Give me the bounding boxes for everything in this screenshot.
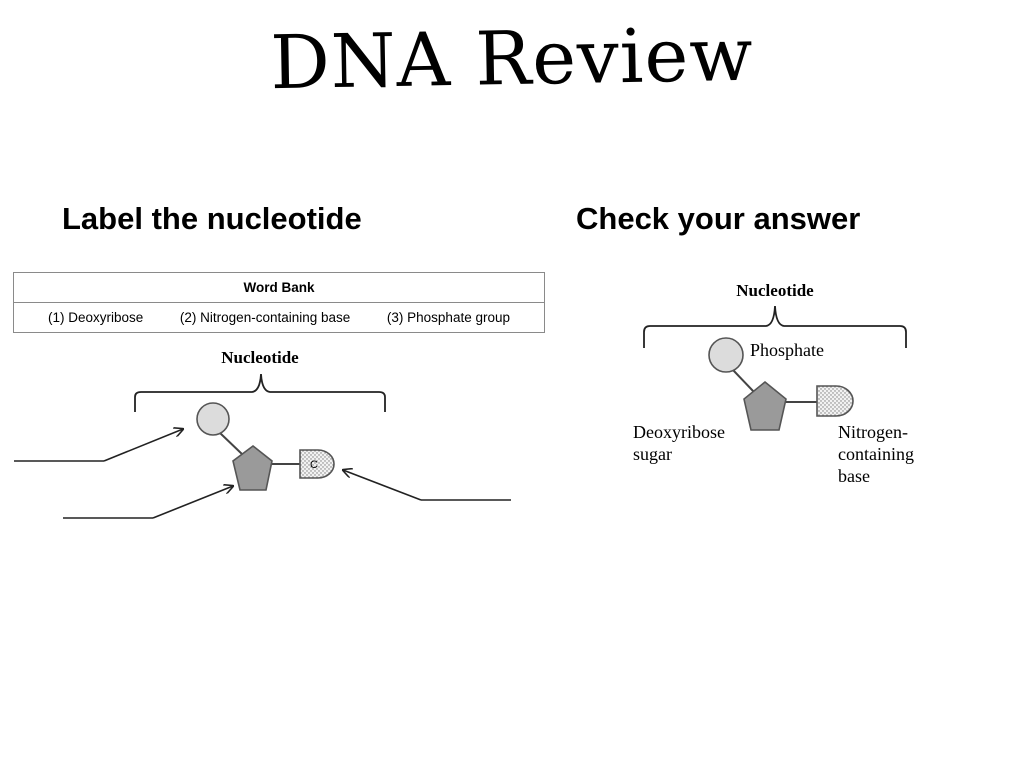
left-base-letter: C (310, 459, 318, 471)
word-bank-item-nitrogen-base: (2) Nitrogen-containing base (179, 310, 351, 325)
left-arrow-sugar (152, 486, 233, 519)
right-heading: Check your answer (576, 201, 861, 236)
left-arrow-base (343, 470, 422, 501)
left-nucleotide-bracket (134, 373, 386, 412)
left-phosphate-sugar-bond (219, 432, 244, 456)
word-bank-table: Word Bank (1) Deoxyribose (2) Nitrogen-c… (13, 272, 545, 333)
left-heading: Label the nucleotide (62, 201, 362, 236)
word-bank-item-deoxyribose: (1) Deoxyribose (48, 310, 144, 325)
right-phosphate-sugar-bond (732, 369, 755, 393)
right-nucleotide-bracket (643, 305, 907, 348)
right-base-label-line-1: Nitrogen- (838, 422, 908, 442)
right-base-label: Nitrogen- containing base (838, 422, 918, 486)
right-sugar-label-line-1: Deoxyribose (633, 422, 725, 442)
right-sugar-pentagon (743, 380, 787, 431)
right-base-label-line-3: base (838, 466, 870, 486)
left-sugar-pentagon (232, 444, 273, 491)
right-sugar-label: Deoxyribose sugar (633, 422, 729, 464)
left-phosphate-circle (196, 402, 230, 436)
left-base-shape (299, 449, 335, 479)
right-sugar-label-line-2: sugar (633, 444, 672, 464)
right-base-label-line-2: containing (838, 444, 914, 464)
right-phosphate-circle (708, 337, 744, 373)
right-nucleotide-diagram: Nucleotide Phosphate Deoxyribose sugar N… (633, 281, 918, 486)
left-nucleotide-label: Nucleotide (221, 348, 299, 367)
right-nucleotide-label: Nucleotide (736, 281, 814, 300)
word-bank-heading: Word Bank (14, 273, 544, 303)
left-arrow-phosphate (103, 429, 183, 462)
left-nucleotide-diagram: Nucleotide C (14, 348, 511, 519)
word-bank-items: (1) Deoxyribose (2) Nitrogen-containing … (14, 303, 544, 332)
right-phosphate-label: Phosphate (750, 340, 824, 360)
right-base-shape (816, 385, 854, 417)
word-bank-item-phosphate: (3) Phosphate group (386, 310, 510, 325)
